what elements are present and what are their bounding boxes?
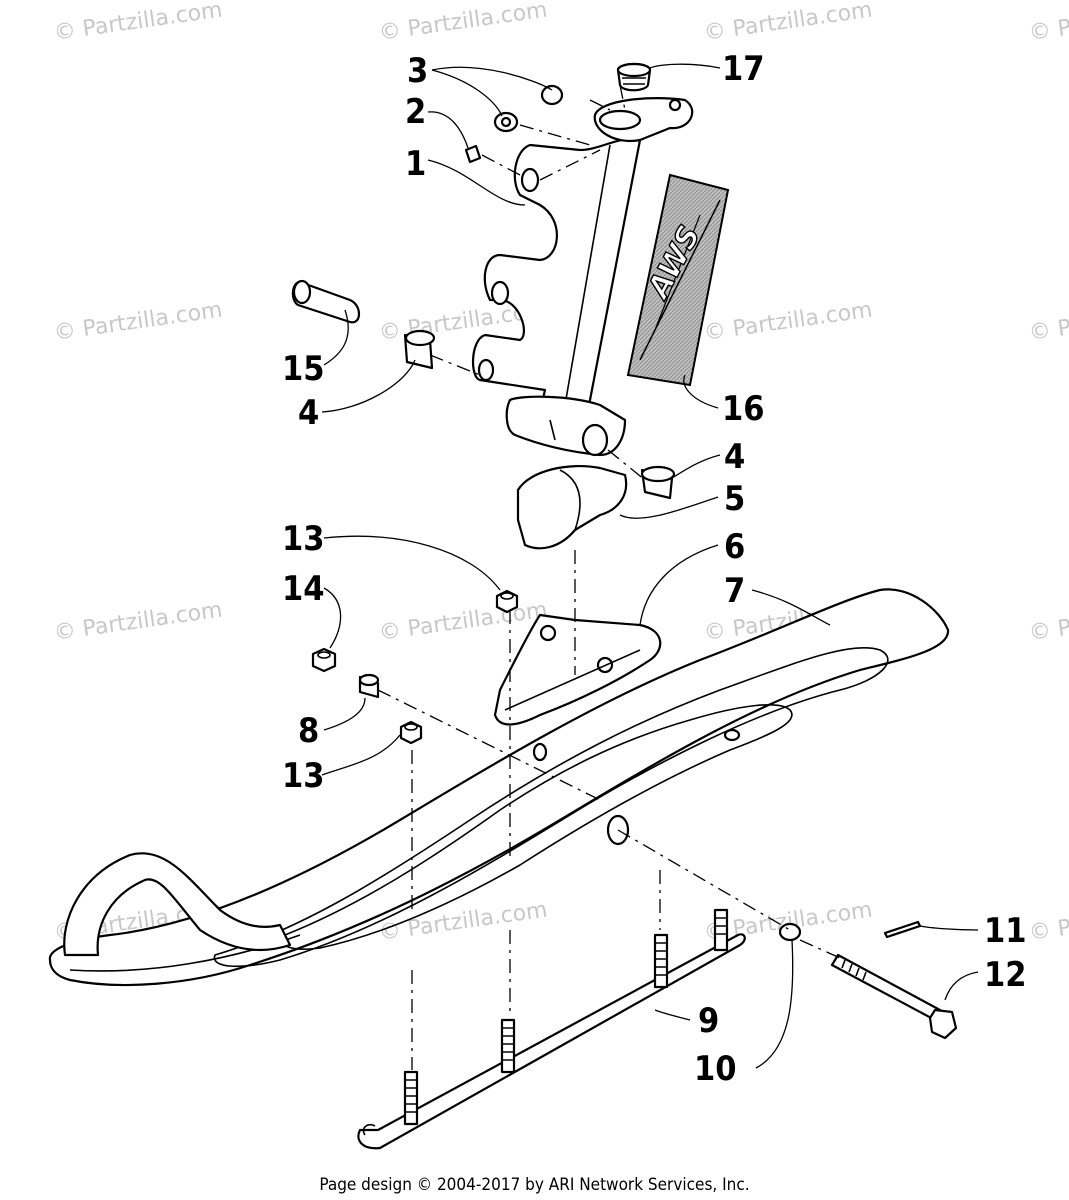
callout-6: 6 [724,527,745,567]
watermark: © Partzilla.com [52,0,224,46]
callout-13: 13 [282,519,325,559]
bushing [403,329,436,370]
watermark: © Partzilla.com [1027,598,1069,646]
watermark: © Partzilla.com [52,298,224,346]
callout-7: 7 [724,571,745,611]
watermark: © Partzilla.com [52,598,224,646]
watermark: © Partzilla.com [1027,298,1069,346]
cotter-pin [883,920,922,939]
washer [778,922,802,942]
bolt [830,953,958,1040]
footer-credit: Page design © 2004-2017 by ARI Network S… [319,1175,750,1195]
callout-9: 9 [698,1001,719,1041]
callout-11: 11 [984,911,1027,951]
callout-16: 16 [722,389,765,429]
bushing [358,673,380,699]
callout-8: 8 [298,711,319,751]
callout-14: 14 [282,569,325,609]
plug [616,62,652,92]
callout-12: 12 [984,955,1027,995]
callout-labels: 3 2 1 17 15 4 16 4 5 6 7 13 14 8 13 9 10… [282,49,1027,1089]
nut [311,647,337,673]
callout-3: 3 [407,51,428,91]
watermark: © Partzilla.com [377,598,549,646]
callout-2: 2 [405,92,426,132]
callout-13b: 13 [282,756,325,796]
center-lines [377,84,841,1070]
callout-1: 1 [405,144,426,184]
pin [291,279,361,324]
watermark: © Partzilla.com [702,298,874,346]
watermark: © Partzilla.com [702,0,874,46]
callout-15: 15 [282,349,325,389]
watermark: © Partzilla.com [1027,898,1069,946]
grease-fitting [464,144,482,164]
callout-4: 4 [298,393,319,433]
nut [399,720,423,745]
washer [540,84,564,106]
ski [48,588,950,987]
stud [500,1018,516,1074]
stud [653,933,669,989]
leader-lines [321,63,979,1069]
spindle [471,97,694,457]
saddle [493,613,662,726]
callout-10: 10 [694,1049,737,1089]
callout-4b: 4 [724,437,745,477]
stud [713,908,729,952]
stud [403,1070,419,1126]
spacer-block [516,464,628,550]
callout-17: 17 [722,49,765,89]
aws-decal: AWS [626,173,730,387]
callout-5: 5 [724,479,745,519]
watermark: © Partzilla.com [1027,0,1069,46]
nut [495,589,519,614]
watermark: © Partzilla.com [377,0,549,46]
wear-bar [357,908,746,1150]
bushing [640,465,676,500]
